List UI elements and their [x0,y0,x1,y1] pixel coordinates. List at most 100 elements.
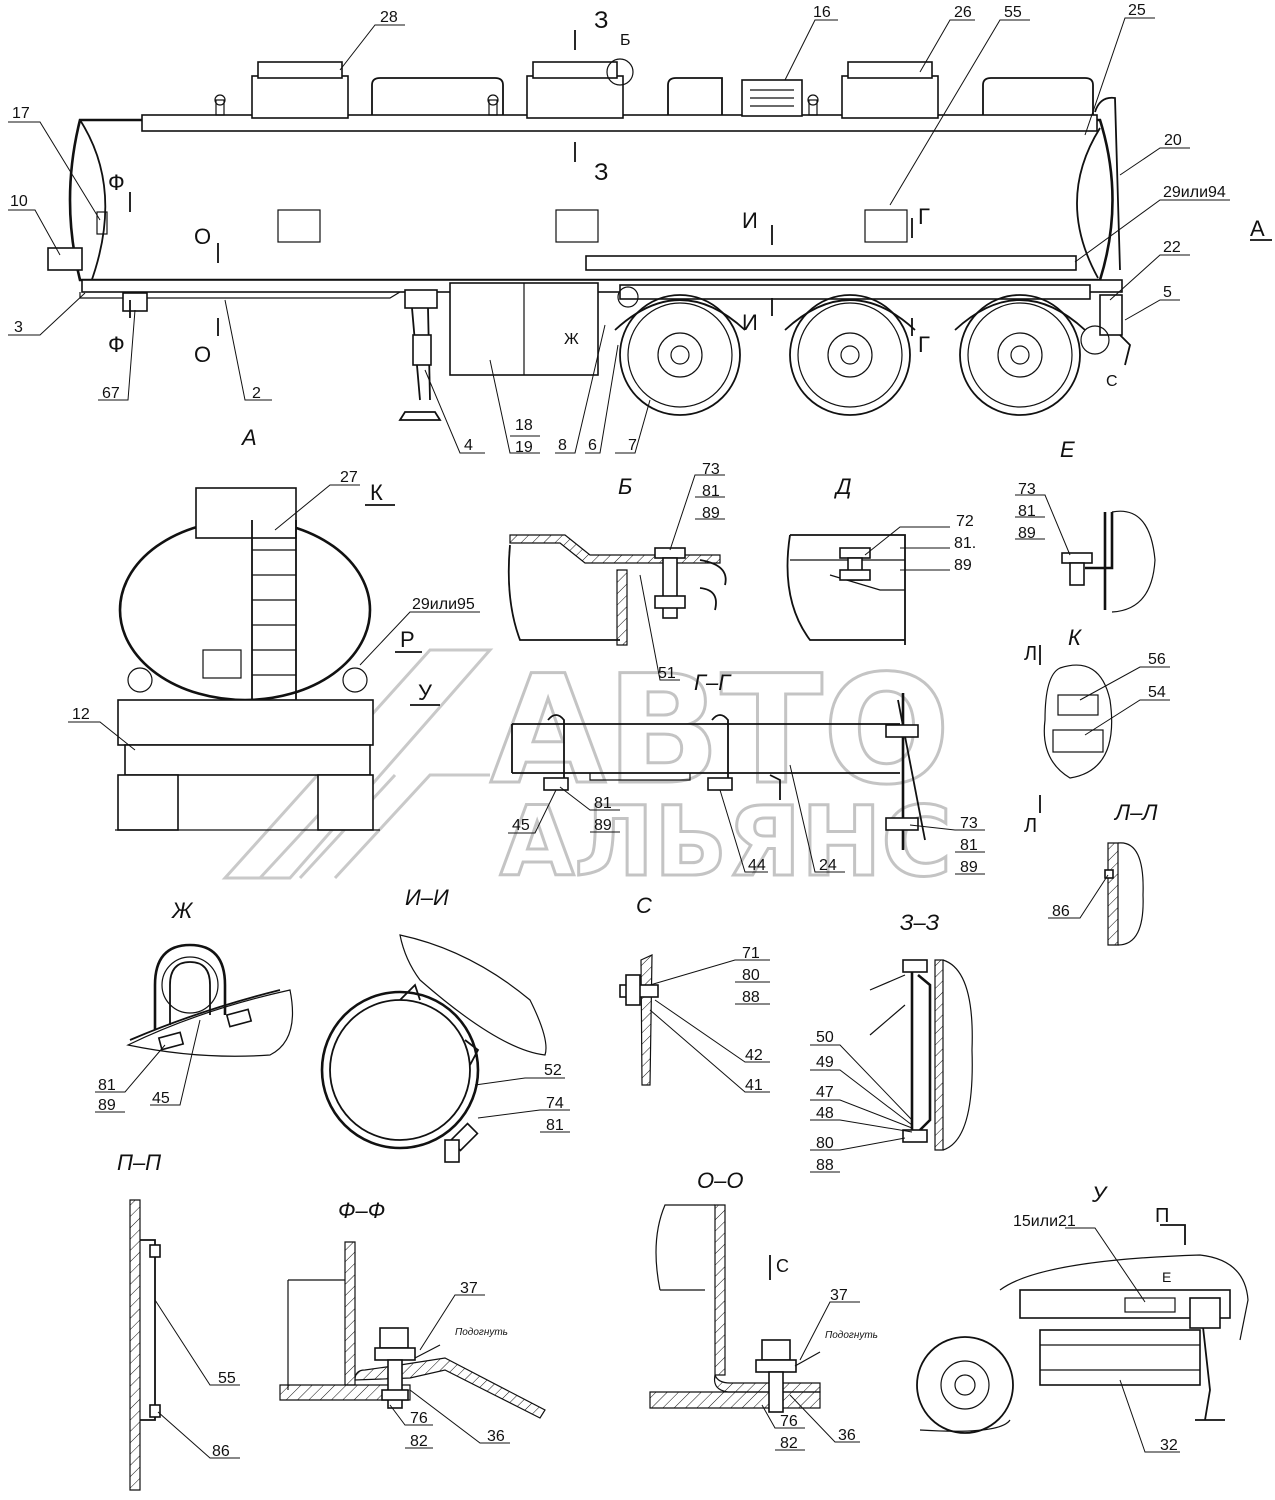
view-a-title: А [240,425,257,450]
callout-36b: 36 [838,1427,856,1444]
section-gg: Г–Г 45 81 89 44 24 73 81 89 [508,670,985,876]
callout-25: 25 [1128,2,1146,19]
section-pp-title: П–П [117,1150,161,1175]
callout-74: 74 [546,1095,564,1112]
note-adjust-1: Подогнуть [455,1327,508,1338]
callout-86a: 86 [1052,903,1070,920]
wheel-2 [789,294,911,416]
view-b-title: Б [618,474,632,499]
callout-80b: 80 [816,1135,834,1152]
callout-55: 55 [1004,4,1022,21]
callout-41: 41 [745,1077,763,1094]
mark-e: Е [1162,1269,1171,1285]
section-o-bottom: О [194,342,211,367]
callout-27: 27 [340,469,358,486]
mark-p: П [1155,1205,1169,1227]
section-g-top: Г [918,204,930,229]
callout-82a: 82 [410,1433,428,1450]
callout-16: 16 [813,4,831,21]
callout-52: 52 [544,1062,562,1079]
callout-29-94: 29или94 [1163,184,1226,201]
section-zz: З–З 50 49 47 48 80 88 [810,910,973,1174]
callout-51: 51 [658,665,676,682]
callout-37b: 37 [830,1287,848,1304]
view-e-detail: Е 73 81 89 [1015,437,1156,613]
callout-76b: 76 [780,1413,798,1430]
section-zz-title: З–З [900,910,940,935]
callout-24: 24 [819,857,837,874]
view-c-detail: С 71 80 88 42 41 [619,893,770,1094]
callout-26: 26 [954,4,972,21]
callout-42: 42 [745,1047,763,1064]
callout-37a: 37 [460,1280,478,1297]
callout-67: 67 [102,385,120,402]
callout-54: 54 [1148,684,1166,701]
view-e-title: Е [1060,437,1075,462]
section-ll-title: Л–Л [1113,800,1158,825]
main-side-view [47,58,1131,421]
callout-48: 48 [816,1105,834,1122]
wheel-3 [959,294,1081,416]
callout-10: 10 [10,193,28,210]
main-section-marks: З З Б Ф Ф О О И И Г Г Ж С А [108,7,1272,390]
callout-49: 49 [816,1054,834,1071]
callout-73c: 73 [1018,481,1036,498]
section-ii: И–И 52 74 81 [320,885,570,1163]
arrow-a: А [1250,216,1265,241]
callout-89b: 89 [954,557,972,574]
section-z-bottom: З [594,159,609,186]
view-a-rear: А 27 К 29или95 Р У 12 [68,425,480,831]
callout-81b: 81. [954,535,976,552]
section-f-bottom: Ф [108,332,125,357]
main-callouts: 28 16 26 55 25 20 29или94 22 5 17 10 3 6… [8,2,1230,456]
callout-55b: 55 [218,1370,236,1387]
view-u-detail: У П Е 15или21 32 [916,1182,1249,1454]
section-z-top: З [594,7,609,34]
section-g-bottom: Г [918,332,930,357]
callout-88b: 88 [816,1157,834,1174]
callout-81d: 81 [594,795,612,812]
wheel-1 [619,294,741,416]
view-k-detail: К 56 54 Л Л [1024,625,1170,837]
callout-22: 22 [1163,239,1181,256]
callout-32: 32 [1160,1437,1178,1454]
view-zh-title: Ж [171,898,194,923]
callout-89a: 89 [702,505,720,522]
section-oo: О–О Подогнуть С 37 76 82 36 [649,1168,878,1452]
callout-20: 20 [1164,132,1182,149]
callout-76a: 76 [410,1410,428,1427]
callout-86b: 86 [212,1443,230,1460]
callout-7: 7 [628,437,637,454]
callout-36a: 36 [487,1428,505,1445]
callout-45b: 45 [152,1090,170,1107]
callout-50: 50 [816,1029,834,1046]
view-u-title: У [1091,1182,1108,1207]
section-l-top: Л [1024,643,1037,665]
callout-81g: 81 [546,1117,564,1134]
section-o-top: О [194,224,211,249]
callout-29-95: 29или95 [412,596,475,613]
section-i-top: И [742,208,758,233]
callout-89d: 89 [594,817,612,834]
section-ll: Л–Л 86 [1048,800,1158,946]
view-k-title: К [1068,625,1082,650]
callout-4: 4 [464,437,473,454]
callout-72: 72 [956,513,974,530]
callout-5: 5 [1163,284,1172,301]
callout-6: 6 [588,437,597,454]
mark-c: С [1106,373,1118,390]
callout-12: 12 [72,706,90,723]
callout-47: 47 [816,1084,834,1101]
callout-81c: 81 [1018,503,1036,520]
callout-17: 17 [12,105,30,122]
callout-45a: 45 [512,817,530,834]
arrow-r: Р [400,627,415,652]
callout-80a: 80 [742,967,760,984]
section-ii-title: И–И [405,885,449,910]
section-oo-title: О–О [697,1168,743,1193]
callout-3: 3 [14,319,23,336]
view-d-detail: Д 72 81. 89 [786,474,976,645]
section-i-bottom: И [742,310,758,335]
callout-89e: 89 [960,859,978,876]
arrow-u: У [418,680,433,705]
